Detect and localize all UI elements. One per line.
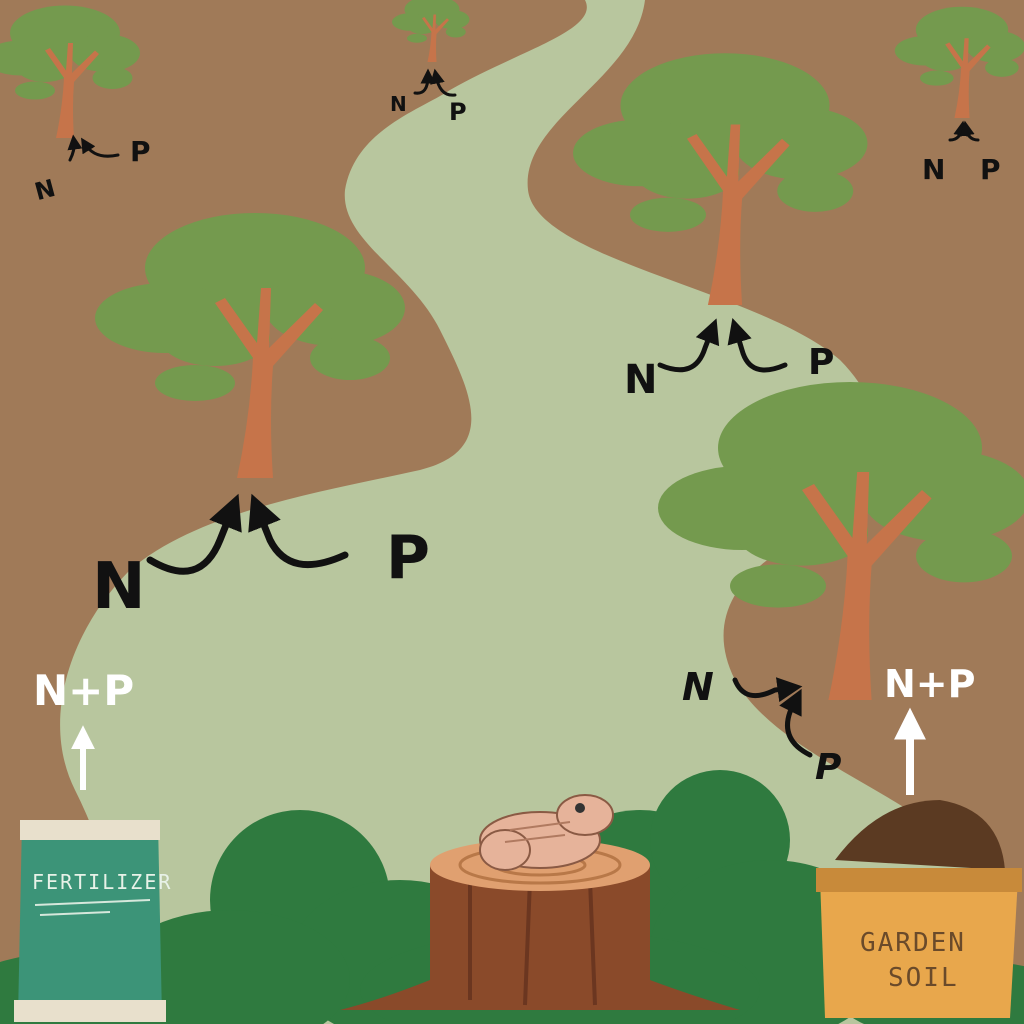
arrow-icon	[413, 68, 436, 95]
soil-nutrient-label: N+P	[884, 662, 976, 706]
fertilizer-bag-label: FERTILIZER	[32, 870, 173, 894]
arrow-icon	[948, 120, 969, 142]
nutrient-p-label: P	[386, 523, 430, 593]
nutrient-p-label: P	[130, 135, 151, 168]
fertilizer-bag-icon	[14, 820, 166, 1022]
nutrient-n-label: N	[390, 92, 407, 116]
nutrient-p-label: P	[449, 98, 467, 126]
arrow-icon	[732, 677, 803, 703]
tree-icon	[0, 5, 140, 138]
arrow-icon	[81, 137, 120, 158]
soil-bag-label-line2: SOIL	[888, 963, 959, 993]
nutrient-n-label: N	[92, 550, 146, 624]
arrow-icon	[959, 120, 980, 142]
soil-bag-icon	[816, 800, 1022, 1018]
frog-icon	[479, 794, 614, 871]
tree-icon	[894, 6, 1024, 118]
arrow-icon	[248, 493, 349, 569]
arrow-icon	[67, 134, 83, 162]
nutrient-n-label: N	[922, 153, 946, 186]
fertilizer-nutrient-label: N+P	[33, 666, 135, 715]
nutrient-p-label: P	[815, 747, 842, 788]
winding-path	[60, 0, 980, 1024]
nutrient-p-label: P	[808, 342, 835, 383]
soil-bag-label-line1: GARDEN	[860, 928, 966, 958]
nutrient-n-label: N	[624, 357, 658, 403]
tree-icon	[392, 0, 470, 62]
nutrient-p-label: P	[980, 153, 1001, 186]
arrow-icon	[779, 688, 813, 758]
arrow-icon	[727, 318, 788, 373]
arrow-icon	[657, 318, 720, 373]
arrow-icon	[430, 68, 457, 97]
tree-icon	[95, 213, 405, 478]
nutrient-n-label: N	[682, 665, 714, 709]
arrow-icon	[146, 493, 242, 575]
